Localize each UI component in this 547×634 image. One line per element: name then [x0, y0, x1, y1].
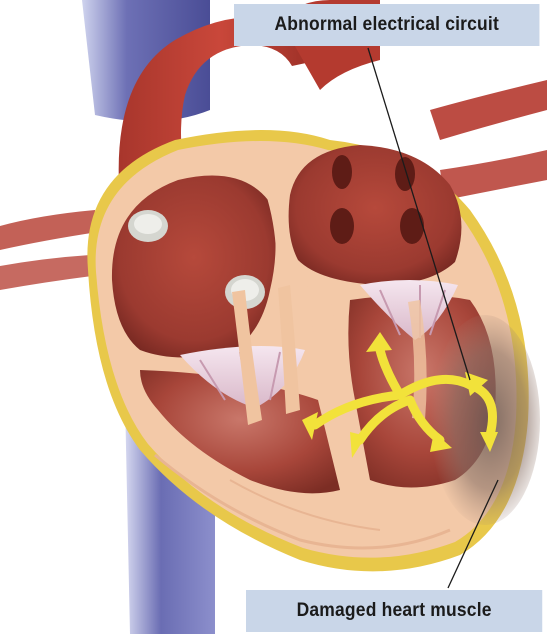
pulmonary-veins-right: [430, 80, 547, 200]
pulmonary-opening-2: [395, 157, 415, 191]
damaged-muscle-label: Damaged heart muscle: [246, 590, 542, 632]
left-atrium: [289, 145, 462, 285]
damaged-tissue: [430, 315, 540, 525]
pulmonary-opening-4: [400, 208, 424, 244]
abnormal-circuit-label: Abnormal electrical circuit: [234, 4, 539, 46]
pulmonary-opening-1: [332, 155, 352, 189]
pulmonary-veins-left: [0, 210, 98, 290]
pulmonary-opening-3: [330, 208, 354, 244]
